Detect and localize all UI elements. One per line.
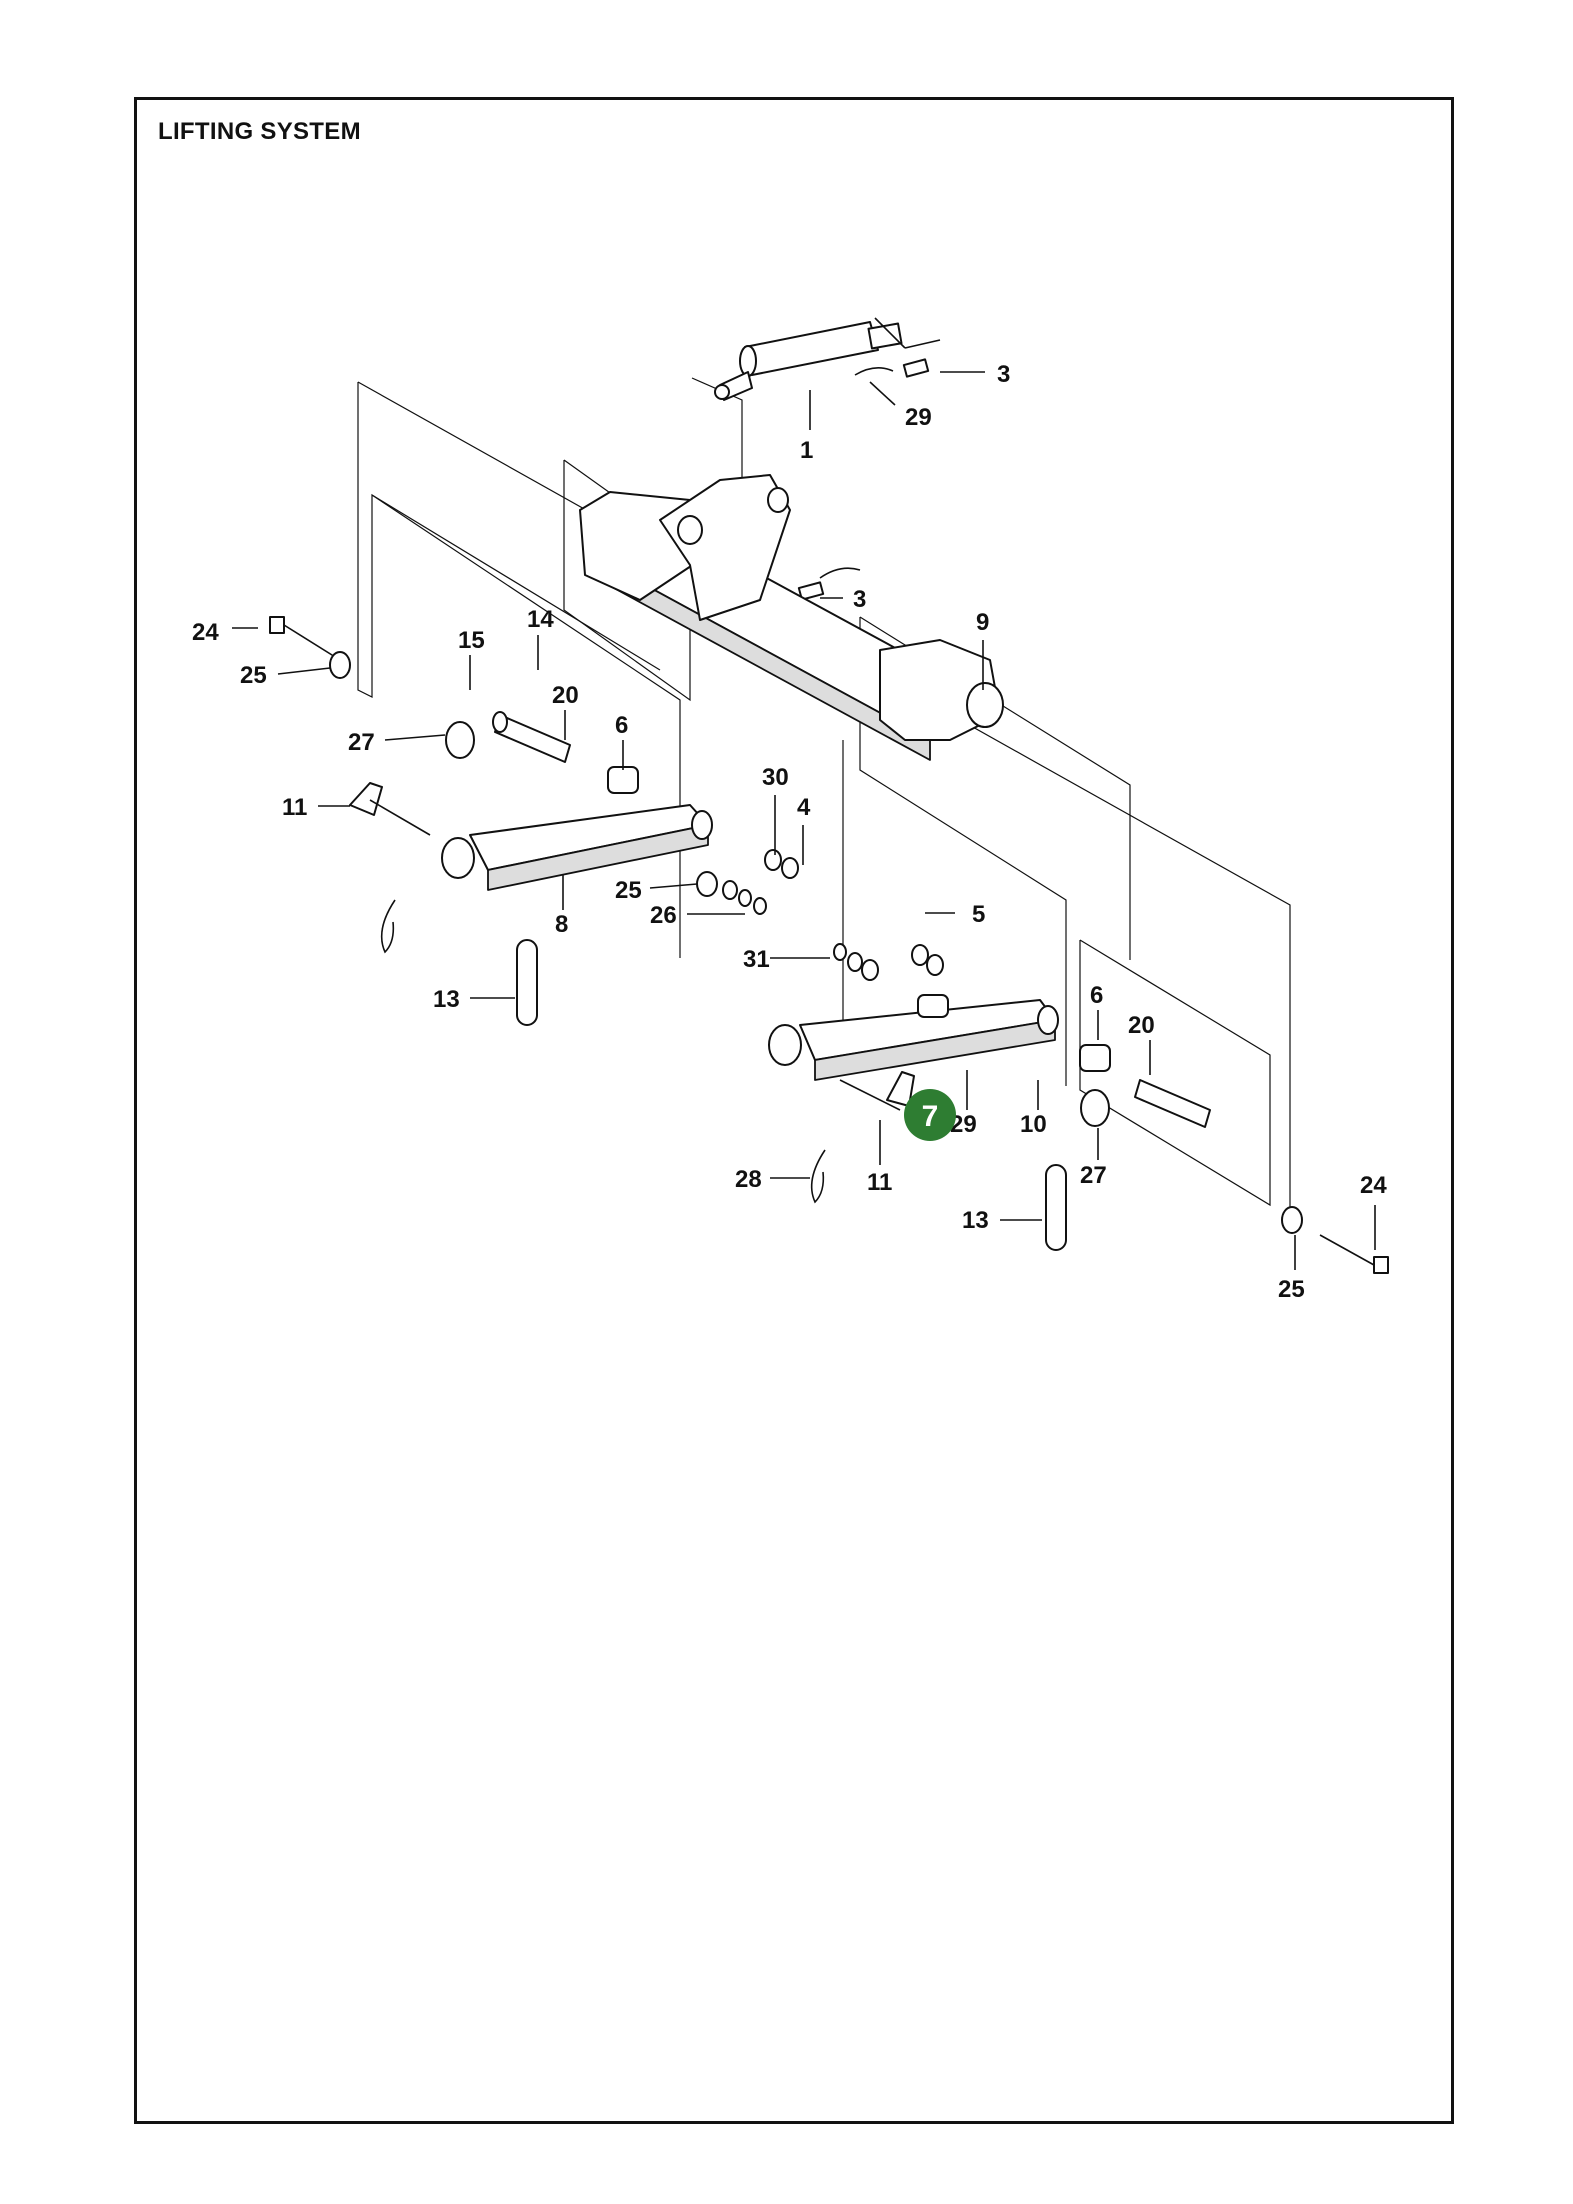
label-1-part-3: 3 — [997, 361, 1010, 388]
part-13-links — [516, 939, 1067, 1251]
part-25-washers — [329, 651, 1303, 1234]
part-28-hair-clips — [380, 899, 826, 1204]
drawing-frame — [134, 97, 1454, 2124]
part-24-bolts — [269, 616, 1389, 1274]
label-5-part-24: 24 — [192, 619, 219, 646]
label-11-part-27: 27 — [348, 729, 375, 756]
part-1-lift-cylinder — [714, 317, 941, 401]
label-30-part-25: 25 — [1278, 1276, 1305, 1303]
highlight-circle — [904, 1089, 956, 1141]
label-14-part-4: 4 — [797, 794, 811, 821]
label-26-part-28: 28 — [735, 1166, 762, 1193]
part-27-rollers — [445, 721, 1110, 1127]
label-10-part-6: 6 — [615, 712, 628, 739]
label-13-part-30: 30 — [762, 764, 789, 791]
part-washer-nut-stacks — [722, 849, 949, 1018]
label-25-part-27: 27 — [1080, 1162, 1107, 1189]
label-2-part-29: 29 — [905, 404, 932, 431]
label-8-part-14: 14 — [527, 606, 554, 633]
label-27-part-11: 11 — [867, 1169, 892, 1196]
label-12-part-11: 11 — [282, 794, 307, 821]
part-20-pivot-pins — [492, 711, 1211, 1128]
label-18-part-13: 13 — [433, 986, 460, 1013]
label-6-part-25: 25 — [240, 662, 267, 689]
label-3-part-3: 3 — [853, 586, 866, 613]
label-7-part-15: 15 — [458, 627, 485, 654]
label-21-part-6: 6 — [1090, 982, 1103, 1009]
part-6-bushings — [607, 766, 1111, 1072]
part-right-lift-arm — [768, 999, 1059, 1081]
part-11-pins — [349, 782, 915, 1111]
label-9-part-20: 20 — [552, 682, 579, 709]
label-0-part-1: 1 — [800, 437, 813, 464]
label-17-part-8: 8 — [555, 911, 568, 938]
leader-lines — [232, 371, 1376, 1270]
label-29-part-24: 24 — [1360, 1172, 1387, 1199]
label-22-part-20: 20 — [1128, 1012, 1155, 1039]
page-title: LIFTING SYSTEM — [158, 118, 361, 145]
label-28-part-13: 13 — [962, 1207, 989, 1234]
label-19-part-5: 5 — [972, 901, 985, 928]
label-16-part-26: 26 — [650, 902, 677, 929]
label-15-part-25: 25 — [615, 877, 642, 904]
highlight-label: 7 — [922, 1100, 939, 1133]
part-labels: 3 29 1 3 9 24 25 15 14 20 6 27 11 30 4 2… — [192, 361, 1387, 1303]
label-23-part-10: 10 — [1020, 1111, 1047, 1138]
highlight-callout-7: 7 — [904, 1089, 956, 1141]
label-4-part-9: 9 — [976, 609, 989, 636]
part-8-left-lift-arm — [441, 804, 713, 891]
part-3-pins — [797, 358, 930, 601]
part-9-lift-shaft — [579, 474, 1004, 761]
label-20-part-31: 31 — [743, 946, 770, 973]
